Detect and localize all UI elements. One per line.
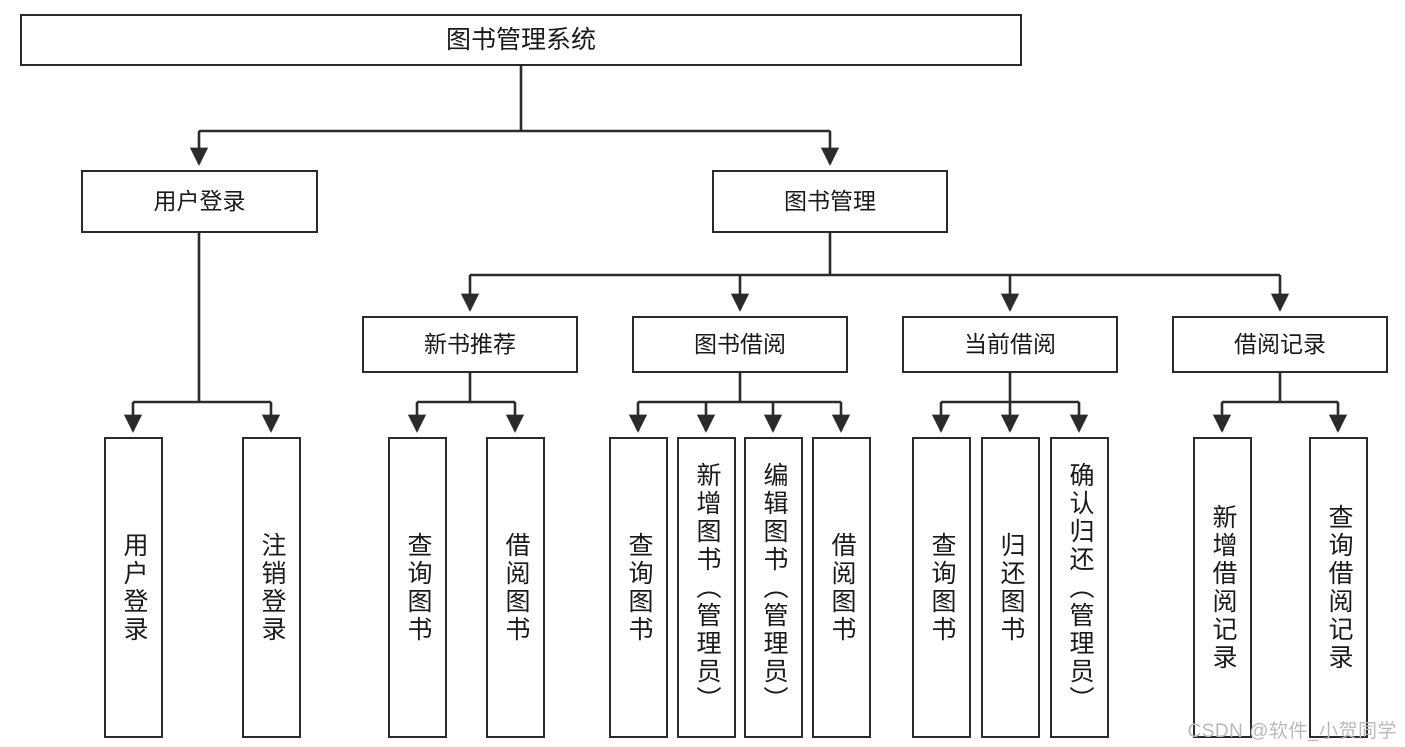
- node-new-book-recommend-label: 新书推荐: [424, 331, 516, 358]
- node-borrow-record-label: 借阅记录: [1234, 331, 1326, 358]
- node-leaf-label: 借阅图书: [828, 531, 856, 644]
- node-leaf-label: 查询图书: [625, 531, 653, 644]
- node-leaf-current-query-book[interactable]: 查询图书: [912, 437, 971, 738]
- node-root-library-system[interactable]: 图书管理系统: [20, 14, 1022, 66]
- node-book-management-label: 图书管理: [784, 188, 876, 215]
- node-leaf-label: 新增图书（管理员）: [693, 461, 721, 714]
- csdn-watermark: CSDN @软件_小贺同学: [1187, 721, 1397, 742]
- node-new-book-recommend[interactable]: 新书推荐: [362, 316, 578, 373]
- node-leaf-current-confirm-return-admin[interactable]: 确认归还（管理员）: [1050, 437, 1109, 738]
- node-leaf-label: 查询借阅记录: [1325, 503, 1353, 672]
- node-leaf-borrow-query-book[interactable]: 查询图书: [609, 437, 668, 738]
- node-leaf-user-login-logout[interactable]: 注销登录: [242, 437, 301, 738]
- node-leaf-borrow-add-book-admin[interactable]: 新增图书（管理员）: [677, 437, 736, 738]
- node-leaf-label: 新增借阅记录: [1209, 503, 1237, 672]
- node-leaf-label: 查询图书: [928, 531, 956, 644]
- node-leaf-recommend-borrow-book[interactable]: 借阅图书: [486, 437, 545, 738]
- node-borrow-record[interactable]: 借阅记录: [1172, 316, 1388, 373]
- node-leaf-recommend-query-book[interactable]: 查询图书: [388, 437, 447, 738]
- node-book-management[interactable]: 图书管理: [712, 170, 948, 233]
- node-user-login[interactable]: 用户登录: [81, 170, 318, 233]
- node-leaf-user-login-login[interactable]: 用户登录: [104, 437, 163, 738]
- node-current-borrow-label: 当前借阅: [964, 331, 1056, 358]
- node-root-label: 图书管理系统: [445, 25, 596, 54]
- node-leaf-borrow-edit-book-admin[interactable]: 编辑图书（管理员）: [744, 437, 803, 738]
- node-user-login-label: 用户登录: [153, 188, 246, 215]
- node-leaf-label: 查询图书: [404, 531, 432, 644]
- node-leaf-borrow-borrow-book[interactable]: 借阅图书: [812, 437, 871, 738]
- node-leaf-record-query-record[interactable]: 查询借阅记录: [1309, 437, 1368, 738]
- node-leaf-label: 借阅图书: [502, 531, 530, 644]
- node-leaf-label: 编辑图书（管理员）: [760, 461, 788, 714]
- node-leaf-label: 确认归还（管理员）: [1066, 461, 1094, 714]
- node-leaf-current-return-book[interactable]: 归还图书: [981, 437, 1040, 738]
- node-leaf-label: 归还图书: [997, 531, 1025, 644]
- node-leaf-label: 注销登录: [258, 531, 286, 644]
- node-leaf-record-add-record[interactable]: 新增借阅记录: [1193, 437, 1252, 738]
- node-current-borrow[interactable]: 当前借阅: [902, 316, 1118, 373]
- node-book-borrow[interactable]: 图书借阅: [632, 316, 848, 373]
- node-leaf-label: 用户登录: [120, 531, 148, 644]
- node-book-borrow-label: 图书借阅: [694, 331, 786, 358]
